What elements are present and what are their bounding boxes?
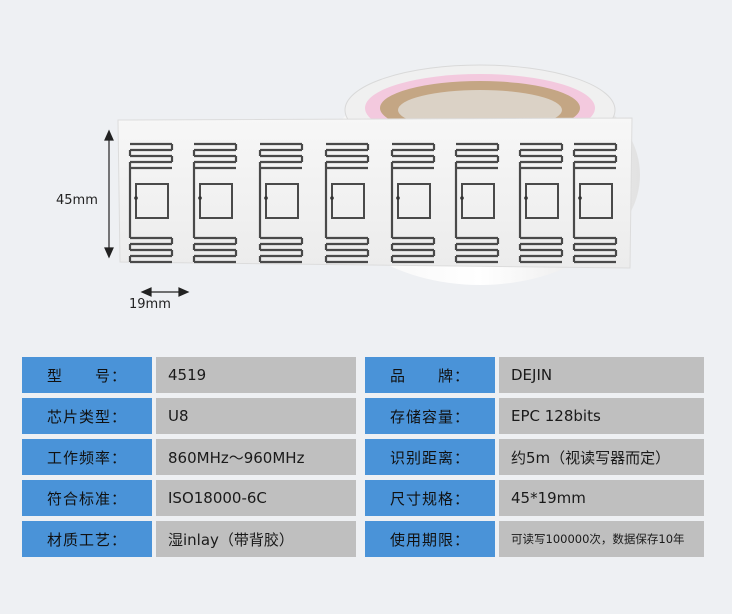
spec-label: 使用期限：: [365, 521, 495, 557]
spec-row: 工作频率： 860MHz～960MHz 识别距离： 约5m（视读写器而定）: [22, 439, 704, 475]
spec-value: 45*19mm: [499, 480, 704, 516]
spec-table: 型 号： 4519 品 牌： DEJIN 芯片类型： U8 存储容量： EPC …: [22, 357, 704, 562]
spec-value: 860MHz～960MHz: [156, 439, 356, 475]
spec-row: 材质工艺： 湿inlay（带背胶） 使用期限： 可读写100000次，数据保存1…: [22, 521, 704, 557]
spec-label: 识别距离：: [365, 439, 495, 475]
spec-value: 湿inlay（带背胶）: [156, 521, 356, 557]
spec-label: 存储容量：: [365, 398, 495, 434]
rfid-label-roll-image: [104, 64, 640, 297]
spec-value: 约5m（视读写器而定）: [499, 439, 704, 475]
spec-value: DEJIN: [499, 357, 704, 393]
spec-value: 可读写100000次，数据保存10年: [499, 521, 704, 557]
spec-label: 芯片类型：: [22, 398, 152, 434]
spec-value: EPC 128bits: [499, 398, 704, 434]
height-dimension-label: 45mm: [56, 193, 98, 208]
spec-label: 工作频率：: [22, 439, 152, 475]
spec-label: 品 牌：: [365, 357, 495, 393]
spec-label: 尺寸规格：: [365, 480, 495, 516]
spec-row: 符合标准： ISO18000-6C 尺寸规格： 45*19mm: [22, 480, 704, 516]
spec-row: 芯片类型： U8 存储容量： EPC 128bits: [22, 398, 704, 434]
width-dimension-label: 19mm: [129, 297, 171, 312]
spec-value: ISO18000-6C: [156, 480, 356, 516]
spec-label: 符合标准：: [22, 480, 152, 516]
spec-value: 4519: [156, 357, 356, 393]
spec-row: 型 号： 4519 品 牌： DEJIN: [22, 357, 704, 393]
spec-value: U8: [156, 398, 356, 434]
spec-label: 型 号：: [22, 357, 152, 393]
spec-label: 材质工艺：: [22, 521, 152, 557]
